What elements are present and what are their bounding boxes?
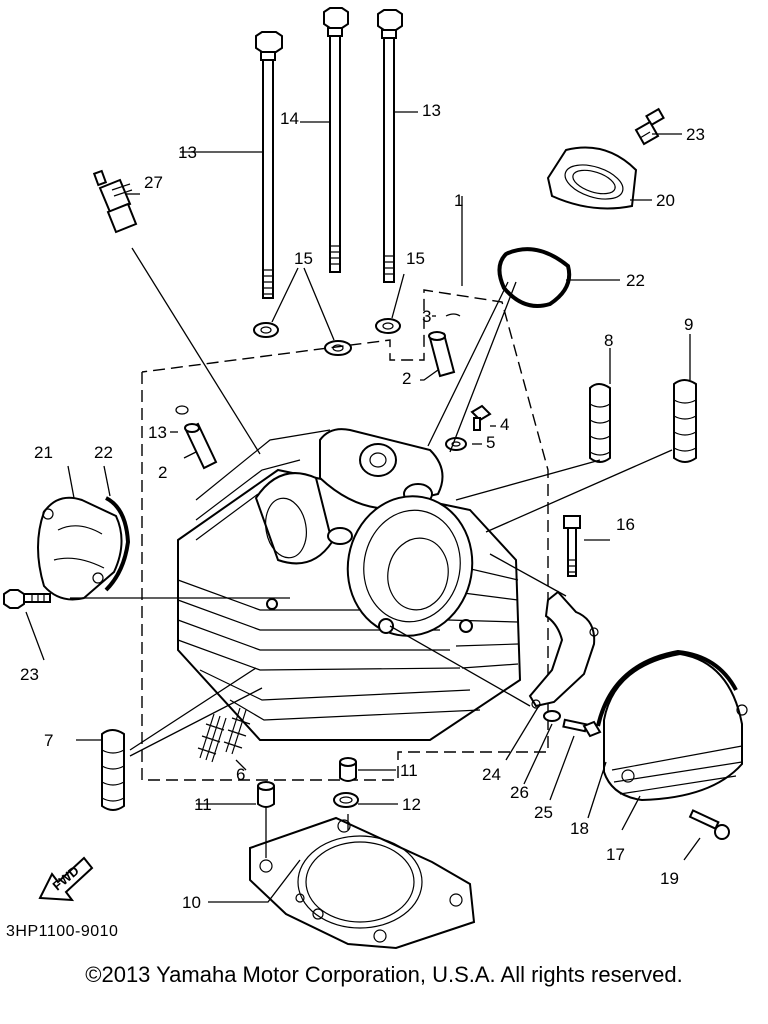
- label-15-right: 15: [406, 249, 425, 268]
- label-18: 18: [570, 819, 589, 838]
- damper-8: [589, 383, 611, 463]
- label-19: 19: [660, 869, 679, 888]
- head-gasket: [249, 816, 476, 950]
- intake-manifold: [546, 146, 638, 210]
- label-23-left: 23: [20, 665, 39, 684]
- bolt-25: [562, 718, 602, 738]
- diagram-code: 3HP1100-9010: [6, 923, 118, 940]
- label-2-lower: 2: [158, 463, 167, 482]
- cylinder-bolt-center: [323, 7, 349, 273]
- label-11-left: 11: [194, 795, 212, 814]
- o-ring-gasket: [497, 247, 572, 308]
- label-25: 25: [534, 803, 553, 822]
- copyright-notice: ©2013 Yamaha Motor Corporation, U.S.A. A…: [85, 962, 683, 987]
- spark-plug: [92, 169, 138, 234]
- label-15-left: 15: [294, 249, 313, 268]
- label-14: 14: [280, 109, 299, 128]
- o-ring-12: [333, 792, 359, 808]
- side-cover-21: [37, 496, 131, 601]
- bolt-23-left: [3, 589, 51, 609]
- label-17: 17: [606, 845, 625, 864]
- bolt-4: [445, 404, 492, 451]
- dowel-pin: [257, 757, 357, 808]
- label-6: 6: [236, 765, 245, 784]
- washer-15: [253, 318, 401, 356]
- label-1: 1: [454, 191, 463, 210]
- bolt-16: [563, 515, 581, 577]
- assembly-boundary: [141, 289, 549, 781]
- label-9: 9: [684, 315, 693, 334]
- label-3: 3: [422, 307, 431, 326]
- label-2-upper: 2: [402, 369, 411, 388]
- damper-7: [101, 729, 125, 811]
- damper-9: [673, 379, 697, 463]
- label-24: 24: [482, 765, 501, 784]
- bolt-23-top: [634, 107, 665, 146]
- cylinder-bolt-right: [377, 9, 403, 283]
- label-20: 20: [656, 191, 675, 210]
- label-21: 21: [34, 443, 53, 462]
- label-23-top: 23: [686, 125, 705, 144]
- label-12: 12: [402, 795, 421, 814]
- label-16: 16: [616, 515, 635, 534]
- label-13-lower: 13: [148, 423, 167, 442]
- leader-lines: [25, 111, 701, 903]
- label-5: 5: [486, 433, 495, 452]
- valve-spring-6: [197, 707, 251, 763]
- bolt-19: [688, 809, 730, 840]
- label-13-right: 13: [422, 101, 441, 120]
- label-13-left: 13: [178, 143, 197, 162]
- label-22-left: 22: [94, 443, 113, 462]
- exploded-parts-diagram: FWD: [3, 7, 748, 950]
- forward-arrow-icon: FWD: [38, 856, 94, 902]
- part-labels: 1 2 2 3 4 5 6 7 8 9 10 11 11 12 13 13 13…: [20, 101, 705, 912]
- label-27: 27: [144, 173, 163, 192]
- washer-26: [543, 710, 561, 722]
- label-4: 4: [500, 415, 509, 434]
- label-7: 7: [44, 731, 53, 750]
- label-11-right: 11: [400, 761, 418, 780]
- cylinder-head: [177, 428, 522, 741]
- label-26: 26: [510, 783, 529, 802]
- cylinder-bolt-left: [255, 31, 283, 299]
- bracket-24: [528, 590, 599, 709]
- label-8: 8: [604, 331, 613, 350]
- side-cover-17: [596, 649, 748, 802]
- label-10: 10: [182, 893, 201, 912]
- label-22-top: 22: [626, 271, 645, 290]
- valve-guide: [175, 313, 461, 470]
